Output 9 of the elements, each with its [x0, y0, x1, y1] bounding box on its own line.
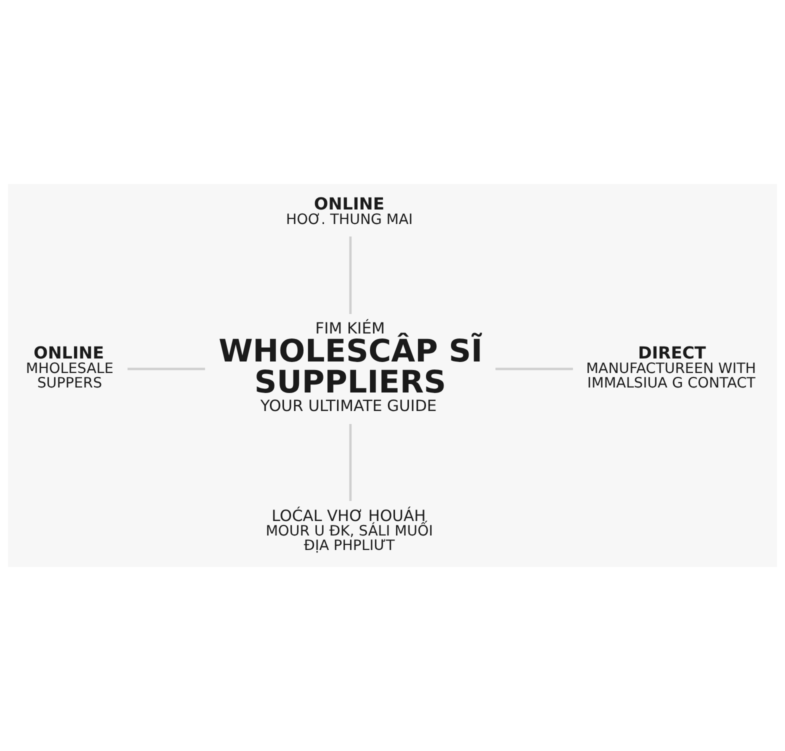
node-text: ONLINE MHOLESALE SUPPERS	[26, 342, 114, 392]
connector	[495, 368, 573, 370]
connector	[128, 368, 206, 370]
connector	[349, 424, 352, 501]
node-text: DIRECT MANUFACTUREEN WITH IMMALSIUA G CONTACT	[586, 342, 756, 392]
node-text: FIM KIÉM WHOLESCÂP SĨ SUPPLIERS YOUR ULTIMATE GUIDE	[218, 320, 483, 416]
connector	[349, 236, 352, 314]
node-text: LOĆAL VHƠ HOUÁH MOUR U ĐK, SÁLI MUỐI ĐỊA PHPLIƯT	[266, 506, 433, 554]
node-text: ONLINE HOƠ. THUNG MAI	[286, 193, 413, 228]
